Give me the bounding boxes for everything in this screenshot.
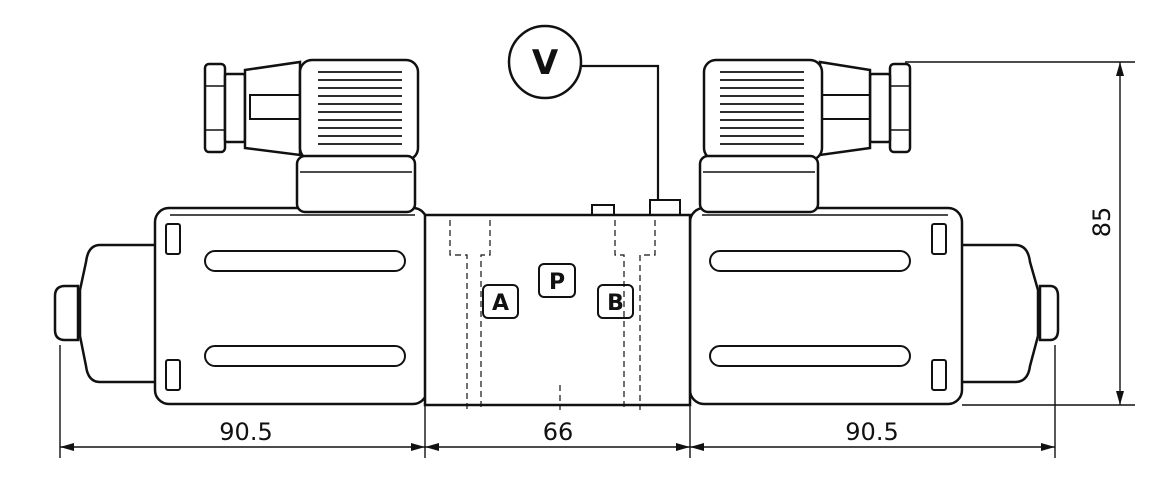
port-a: A	[482, 284, 519, 319]
dim-left-solenoid: 90.5	[219, 418, 272, 446]
port-b: B	[597, 284, 634, 319]
right-connector	[698, 58, 912, 214]
dim-height: 85	[1088, 207, 1116, 238]
svg-text:A: A	[492, 291, 509, 316]
dimension-lines	[59, 61, 1135, 458]
right-solenoid	[688, 206, 1060, 406]
voltmeter-symbol: V	[507, 24, 660, 200]
voltmeter-label: V	[532, 43, 559, 83]
left-solenoid	[53, 206, 429, 406]
left-connector	[203, 58, 420, 214]
svg-text:P: P	[549, 270, 565, 295]
port-p: P	[538, 263, 576, 298]
valve-body: A P B	[423, 199, 692, 410]
dim-right-solenoid: 90.5	[845, 418, 898, 446]
dim-valve-body: 66	[543, 418, 574, 446]
svg-text:B: B	[607, 291, 624, 316]
